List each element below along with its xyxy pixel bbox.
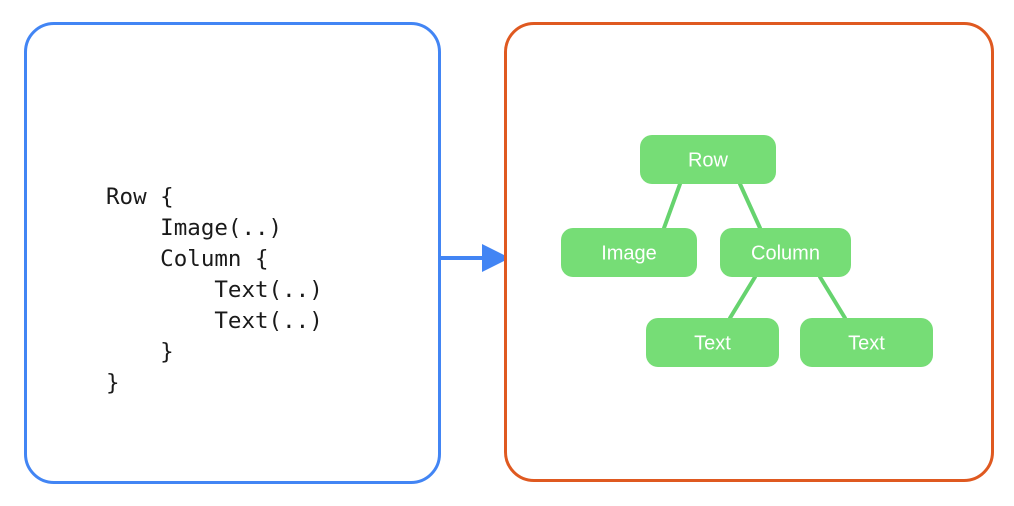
- flow-arrow-icon: [438, 244, 510, 272]
- tree-node-column-box[interactable]: [720, 228, 851, 277]
- composable-code-snippet: Row { Image(..) Column { Text(..) Text(.…: [106, 184, 323, 396]
- composition-tree: Row Image Column Text Text: [561, 135, 933, 367]
- tree-node-text-2[interactable]: Text: [800, 318, 933, 367]
- tree-node-text-1-box[interactable]: [646, 318, 779, 367]
- tree-node-text-1[interactable]: Text: [646, 318, 779, 367]
- tree-node-text-2-box[interactable]: [800, 318, 933, 367]
- edge-column-text2: [818, 275, 847, 320]
- tree-node-text-1-label: Text: [694, 332, 731, 354]
- tree-node-image[interactable]: Image: [561, 228, 697, 277]
- tree-node-row[interactable]: Row: [640, 135, 776, 184]
- code-panel: Row { Image(..) Column { Text(..) Text(.…: [24, 22, 441, 484]
- tree-node-row-box[interactable]: [640, 135, 776, 184]
- tree-node-image-box[interactable]: [561, 228, 697, 277]
- edge-row-image: [662, 182, 682, 230]
- edge-column-text1: [728, 275, 757, 320]
- tree-node-row-label: Row: [688, 149, 729, 171]
- tree-node-column[interactable]: Column: [720, 228, 851, 277]
- tree-node-text-2-label: Text: [848, 332, 885, 354]
- tree-edges: [662, 182, 847, 320]
- edge-row-column: [738, 182, 762, 230]
- tree-node-column-label: Column: [751, 242, 820, 264]
- tree-node-image-label: Image: [601, 242, 657, 264]
